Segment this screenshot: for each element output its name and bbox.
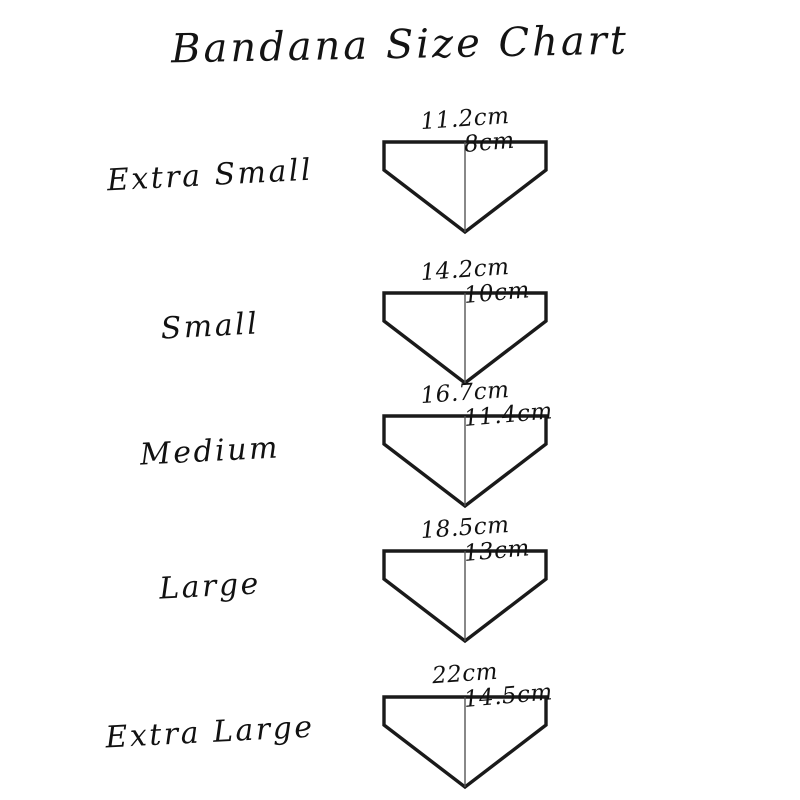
bandana-pentagon-icon (382, 291, 548, 386)
bandana-diagram: 11.2cm 8cm (380, 103, 550, 240)
size-label: Extra Small (106, 152, 314, 199)
size-row-medium: Medium 16.7cm 11.4cm (0, 377, 800, 514)
bandana-diagram: 14.2cm 10cm (380, 254, 550, 391)
size-row-extra-small: Extra Small 11.2cm 8cm (0, 103, 800, 240)
size-label: Small (159, 306, 261, 347)
size-row-extra-large: Extra Large 22cm 14.5cm (0, 659, 800, 795)
bandana-diagram: 16.7cm 11.4cm (380, 377, 554, 514)
size-label: Large (158, 566, 262, 607)
size-row-small: Small 14.2cm 10cm (0, 254, 800, 391)
size-label: Extra Large (104, 709, 316, 756)
bandana-pentagon-icon (382, 140, 548, 235)
bandana-pentagon-icon (382, 414, 548, 509)
bandana-diagram: 18.5cm 13cm (380, 512, 550, 649)
size-row-large: Large 18.5cm 13cm (0, 512, 800, 649)
height-dimension-label: 8cm (462, 127, 516, 158)
bandana-diagram: 22cm 14.5cm (380, 659, 554, 795)
bandana-pentagon-icon (382, 695, 548, 790)
bandana-pentagon-icon (382, 549, 548, 644)
page-title: Bandana Size Chart (170, 17, 630, 73)
size-label: Medium (139, 430, 281, 473)
